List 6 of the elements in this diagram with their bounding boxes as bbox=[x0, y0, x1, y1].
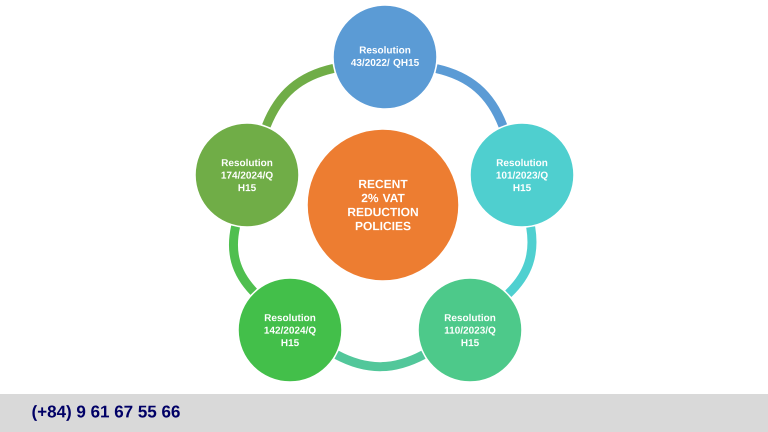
ring-arc bbox=[334, 350, 426, 372]
ring-arc bbox=[262, 64, 335, 128]
ring-arc bbox=[505, 226, 536, 297]
phone-number: (+84) 9 61 67 55 66 bbox=[32, 405, 180, 421]
ring-arc bbox=[435, 64, 508, 128]
ring-arc bbox=[228, 226, 258, 295]
